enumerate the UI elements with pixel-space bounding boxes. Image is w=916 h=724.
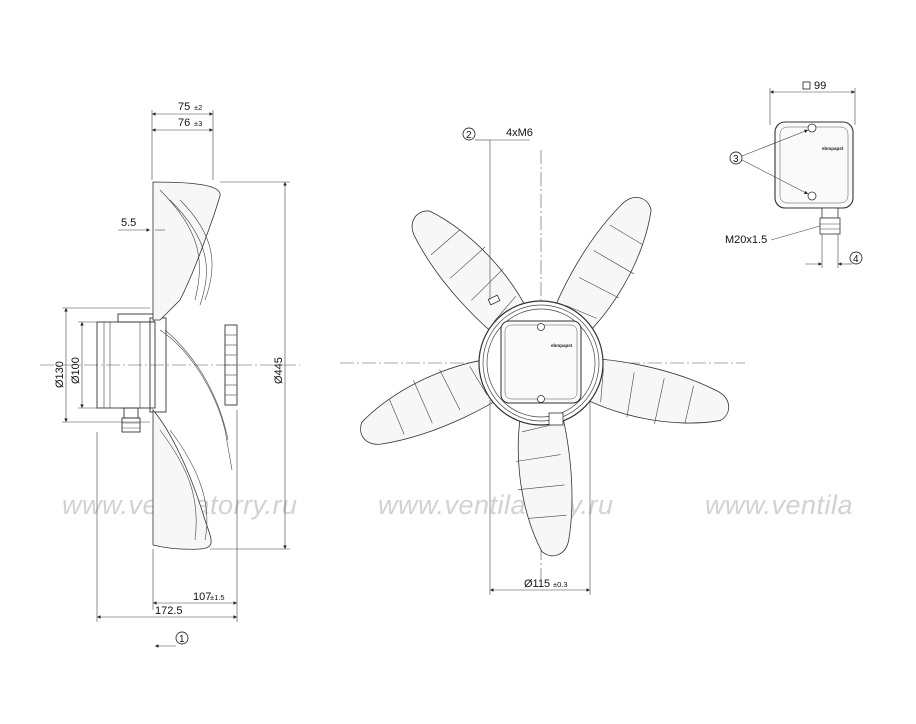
- side-view: 75 ±2 76 ±3 5.5 Ø130 Ø100 Ø445 107 ±1.5 …: [40, 101, 300, 648]
- front-view: ebmpapst 2 4xM6 Ø115 ±0.3: [340, 127, 745, 595]
- screw: [807, 191, 817, 201]
- callout-2-label: 2: [466, 130, 472, 141]
- screw: [807, 123, 817, 133]
- brand-label: ebmpapst: [551, 343, 573, 348]
- label-m20: M20x1.5: [725, 234, 767, 246]
- dim-d130: Ø130: [54, 361, 66, 388]
- callout-1-label: 1: [179, 634, 185, 645]
- callout-3-label: 3: [733, 154, 739, 165]
- callout-2: [462, 127, 476, 141]
- watermark-text: www.ventila: [705, 490, 853, 520]
- dim-107: 107: [193, 591, 211, 603]
- brand-label: ebmpapst: [822, 146, 844, 151]
- label-4xm6: 4xM6: [506, 127, 533, 139]
- callout-4: [849, 251, 863, 265]
- dim-d115-tolerance: ±0.3: [553, 580, 568, 589]
- callout-3: [729, 151, 743, 165]
- dim-d445: Ø445: [273, 357, 285, 384]
- terminal-box: [774, 121, 854, 209]
- dim-107-tolerance: ±1.5: [210, 593, 225, 602]
- dim-76-tolerance: ±3: [194, 119, 202, 128]
- blade-profile: [152, 408, 212, 550]
- dim-5-5: 5.5: [121, 217, 136, 229]
- watermark-text: www.ventilatorry.ru: [378, 490, 614, 520]
- callout-4-label: 4: [853, 254, 859, 265]
- dim-d100: Ø100: [70, 357, 82, 384]
- dim-99: 99: [814, 80, 826, 92]
- dim-76: 76: [178, 117, 190, 129]
- dim-172-5: 172.5: [155, 605, 183, 617]
- hub-terminal-box: [500, 320, 582, 404]
- terminal-box-detail: 99 ebmpapst 3 M20x1.5 4: [725, 80, 863, 268]
- cable-gland: [123, 407, 139, 419]
- blade-profile: [152, 181, 221, 321]
- dim-75: 75: [178, 101, 190, 113]
- dim-75-tolerance: ±2: [194, 103, 202, 112]
- cable-gland: [821, 207, 839, 219]
- callout-1: [175, 631, 189, 645]
- dim-d115: Ø115: [524, 578, 550, 590]
